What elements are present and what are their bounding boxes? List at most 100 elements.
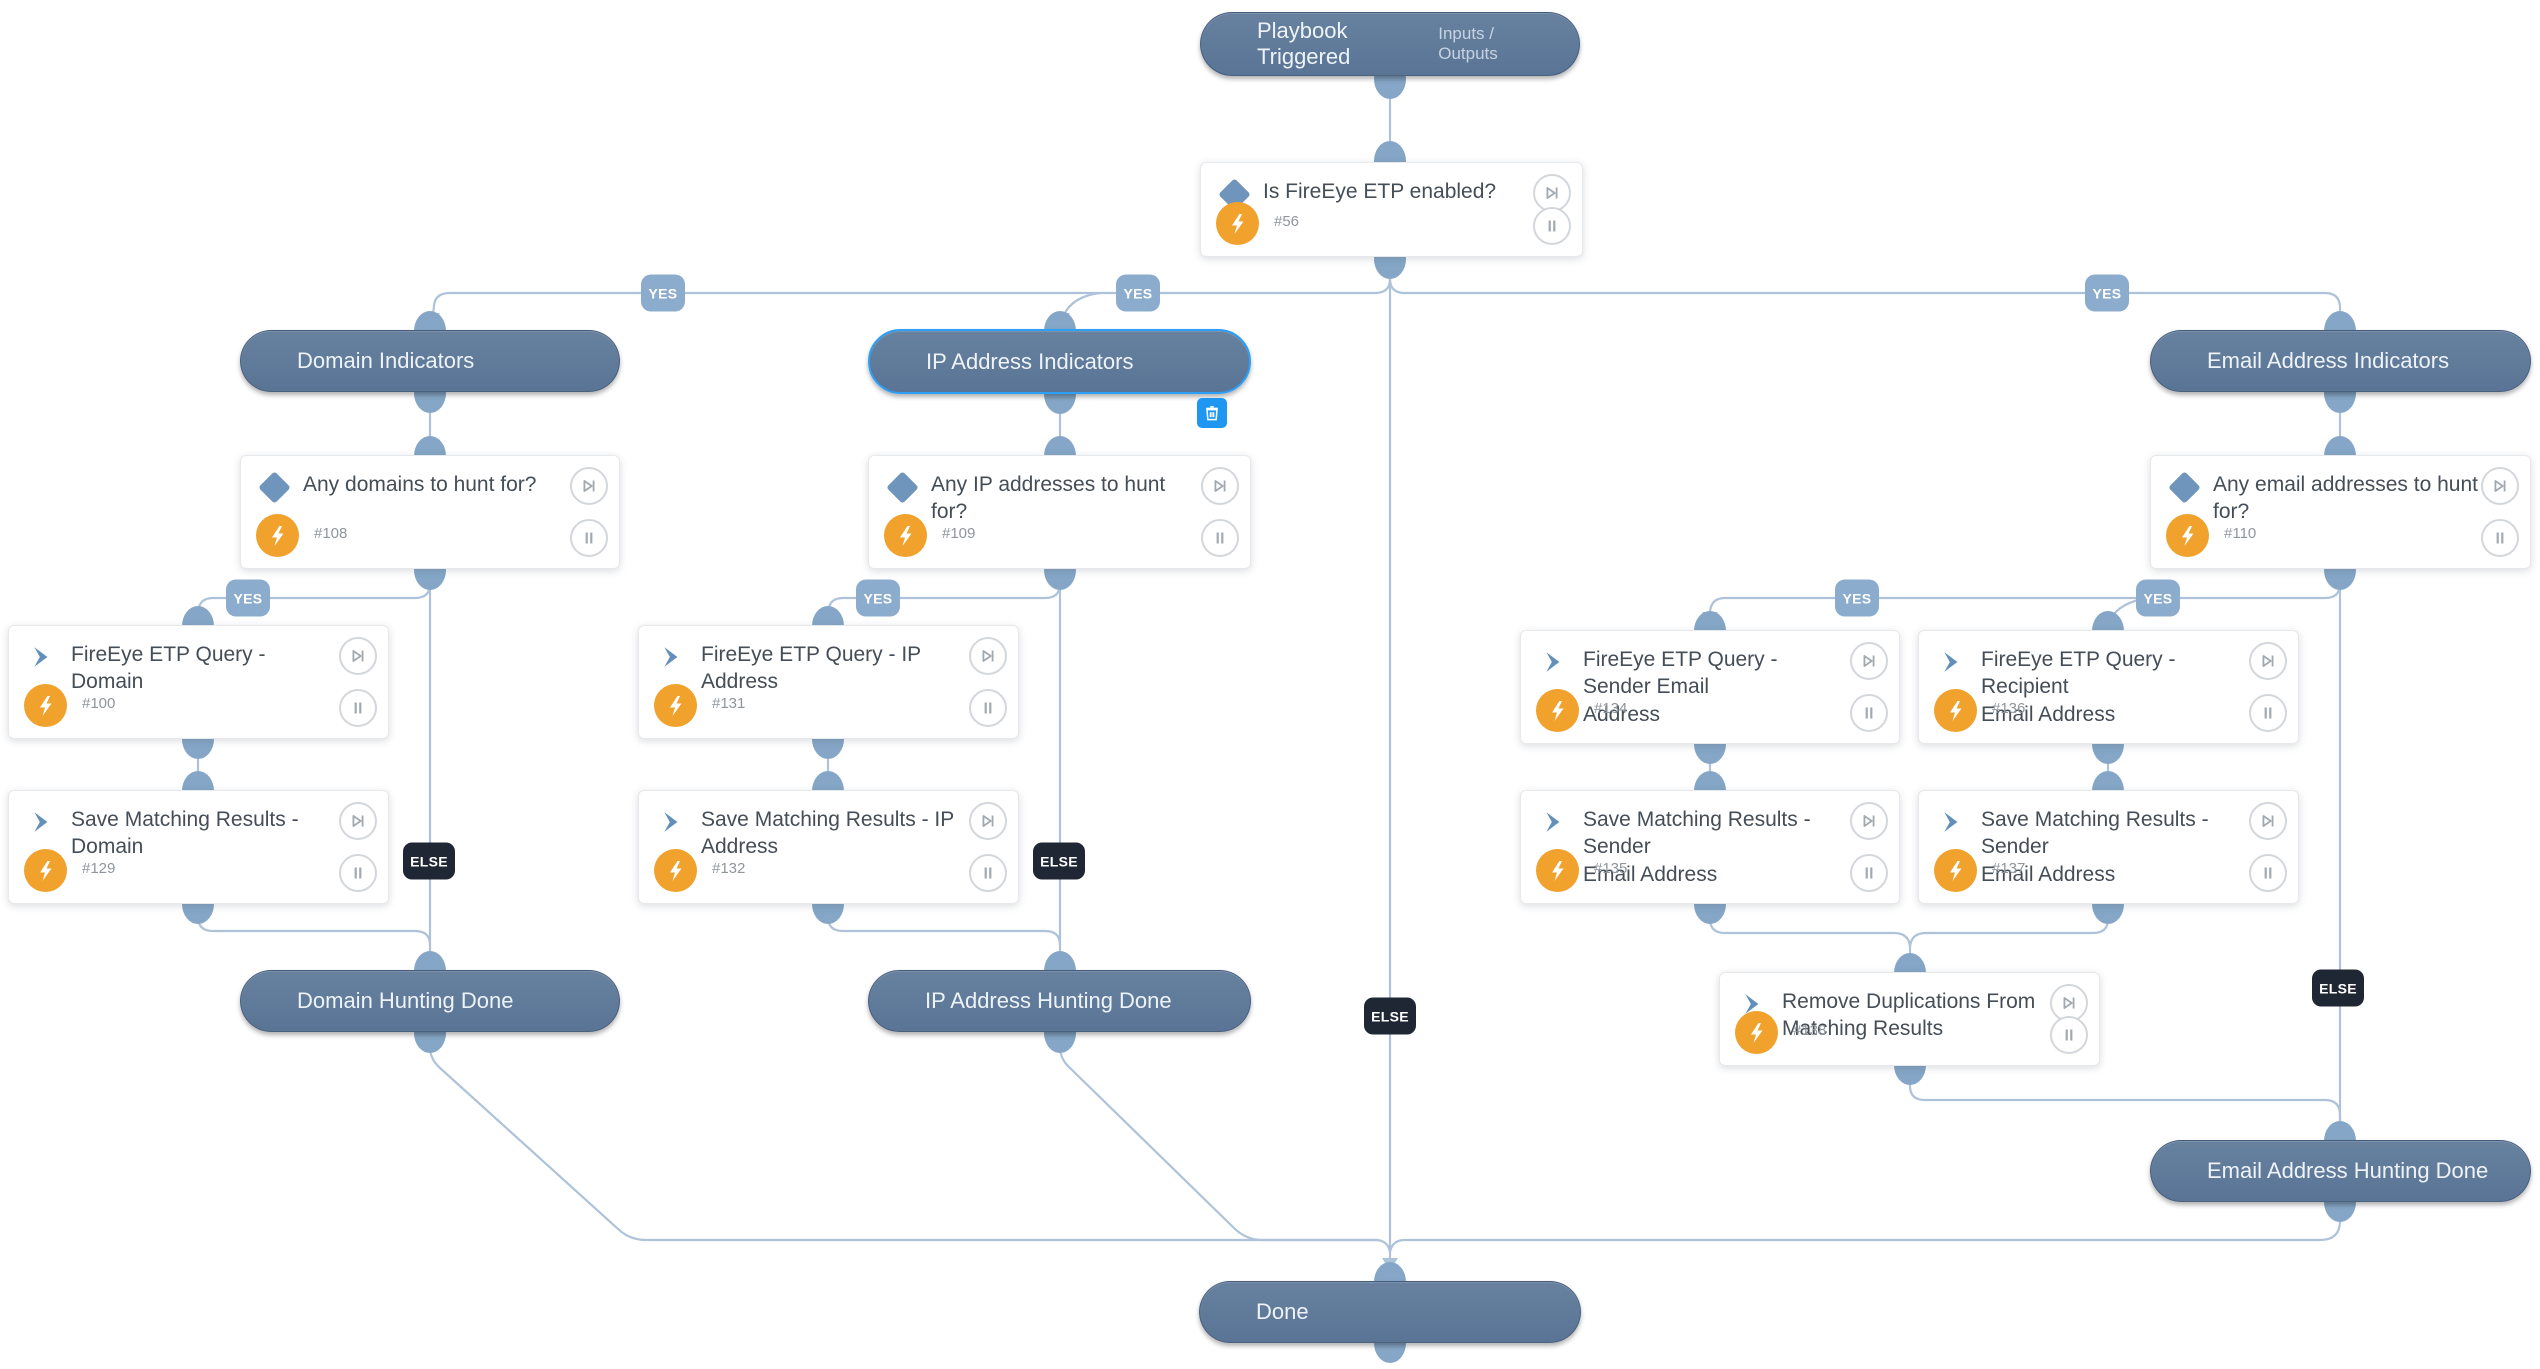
- action-number: #132: [712, 860, 746, 877]
- skip-forward-icon[interactable]: [339, 637, 377, 675]
- node-ip-address-indicators[interactable]: IP Address Indicators: [868, 329, 1251, 428]
- skip-glyph: [977, 810, 999, 832]
- node-save-matching-results-sender-email-1[interactable]: Save Matching Results - Sender Email Add…: [1520, 790, 1900, 904]
- skip-forward-icon[interactable]: [969, 637, 1007, 675]
- decision-diamond-icon: [2168, 471, 2201, 504]
- pause-icon[interactable]: [339, 854, 377, 892]
- node-is-fireeye-etp-enabled[interactable]: Is FireEye ETP enabled?#56: [1200, 162, 1583, 257]
- pause-icon[interactable]: [2481, 519, 2519, 557]
- action-number: #131: [712, 695, 746, 712]
- node-fireeye-etp-query-ip[interactable]: FireEye ETP Query - IP Address#131: [638, 625, 1019, 739]
- bolt-icon: [654, 849, 697, 892]
- node-fireeye-etp-query-recipient-email[interactable]: FireEye ETP Query - Recipient Email Addr…: [1918, 630, 2299, 744]
- skip-forward-icon[interactable]: [2249, 802, 2287, 840]
- pause-icon[interactable]: [1850, 854, 1888, 892]
- node-save-matching-results-ip[interactable]: Save Matching Results - IP Address#132: [638, 790, 1019, 904]
- action-chevron-icon: [29, 644, 55, 670]
- bolt-glyph: [266, 524, 290, 548]
- bolt-icon: [2166, 514, 2209, 557]
- action-chevron-icon: [659, 809, 685, 835]
- node-domain-indicators[interactable]: Domain Indicators: [240, 330, 620, 392]
- pause-glyph: [2489, 527, 2511, 549]
- pause-icon[interactable]: [1201, 519, 1239, 557]
- bolt-icon: [1735, 1011, 1778, 1054]
- bolt-glyph: [664, 694, 688, 718]
- node-playbook-triggered[interactable]: Playbook Triggered Inputs / Outputs: [1200, 12, 1580, 76]
- node-save-matching-results-sender-email-2[interactable]: Save Matching Results - Sender Email Add…: [1918, 790, 2299, 904]
- skip-glyph: [2489, 475, 2511, 497]
- node-any-domains-to-hunt[interactable]: Any domains to hunt for?#108: [240, 455, 620, 569]
- pause-icon[interactable]: [2249, 694, 2287, 732]
- pause-icon[interactable]: [339, 689, 377, 727]
- pill-label: Playbook Triggered: [1257, 18, 1351, 69]
- node-email-address-hunting-done[interactable]: Email Address Hunting Done: [2150, 1140, 2531, 1202]
- action-number: #135: [1594, 860, 1628, 877]
- card-title: FireEye ETP Query - Recipient Email Addr…: [1981, 648, 2176, 726]
- pause-icon[interactable]: [2050, 1016, 2088, 1054]
- pause-icon[interactable]: [969, 854, 1007, 892]
- skip-forward-icon[interactable]: [2249, 642, 2287, 680]
- bolt-icon: [1536, 849, 1579, 892]
- edge-path: [428, 1035, 1392, 1253]
- skip-forward-icon[interactable]: [969, 802, 1007, 840]
- yes-badge: YES: [2136, 579, 2180, 617]
- skip-glyph: [347, 645, 369, 667]
- action-chevron-icon: [1740, 991, 1766, 1017]
- node-ip-address-hunting-done[interactable]: IP Address Hunting Done: [868, 970, 1251, 1032]
- bolt-glyph: [1546, 859, 1570, 883]
- skip-glyph: [347, 810, 369, 832]
- skip-forward-icon[interactable]: [2481, 467, 2519, 505]
- pause-glyph: [1858, 862, 1880, 884]
- card-title: FireEye ETP Query - Sender Email Address: [1583, 648, 1778, 726]
- node-save-matching-results-domain[interactable]: Save Matching Results - Domain#129: [8, 790, 389, 904]
- bolt-icon: [1216, 202, 1259, 245]
- skip-glyph: [1541, 182, 1563, 204]
- else-badge: ELSE: [403, 842, 455, 880]
- bolt-icon: [884, 514, 927, 557]
- skip-forward-icon[interactable]: [2050, 984, 2088, 1022]
- node-email-address-indicators[interactable]: Email Address Indicators: [2150, 330, 2531, 392]
- pause-icon[interactable]: [2249, 854, 2287, 892]
- bolt-glyph: [664, 859, 688, 883]
- pill-label: Email Address Hunting Done: [2207, 1158, 2489, 1183]
- bolt-icon: [1934, 849, 1977, 892]
- skip-glyph: [2257, 810, 2279, 832]
- action-number: #136: [1992, 700, 2026, 717]
- node-domain-hunting-done[interactable]: Domain Hunting Done: [240, 970, 620, 1032]
- action-number: #129: [82, 860, 116, 877]
- yes-badge: YES: [641, 274, 685, 312]
- edge-path: [1708, 573, 2342, 616]
- edge-path: [1908, 907, 2110, 948]
- pill-sublabel: Inputs / Outputs: [1438, 24, 1498, 63]
- pill-label: Email Address Indicators: [2207, 348, 2450, 373]
- pause-icon[interactable]: [570, 519, 608, 557]
- skip-forward-icon[interactable]: [570, 467, 608, 505]
- node-any-email-addresses-to-hunt[interactable]: Any email addresses to hunt for?#110: [2150, 455, 2531, 569]
- pill-label: Domain Indicators: [297, 348, 475, 373]
- action-number: #110: [2224, 525, 2257, 542]
- bolt-icon: [24, 684, 67, 727]
- action-number: #138: [1793, 1022, 1827, 1039]
- node-fireeye-etp-query-domain[interactable]: FireEye ETP Query - Domain#100: [8, 625, 389, 739]
- pause-icon[interactable]: [969, 689, 1007, 727]
- pause-glyph: [977, 697, 999, 719]
- node-remove-duplications[interactable]: Remove Duplications From Matching Result…: [1719, 972, 2100, 1066]
- edge-path: [1908, 1068, 2342, 1124]
- delete-button[interactable]: [1197, 398, 1227, 428]
- skip-forward-icon[interactable]: [1201, 467, 1239, 505]
- skip-forward-icon[interactable]: [339, 802, 377, 840]
- skip-forward-icon[interactable]: [1850, 802, 1888, 840]
- edge-path: [196, 907, 432, 946]
- node-done[interactable]: Done: [1199, 1281, 1581, 1343]
- decision-diamond-icon: [886, 471, 919, 504]
- skip-forward-icon[interactable]: [1850, 642, 1888, 680]
- node-fireeye-etp-query-sender-email[interactable]: FireEye ETP Query - Sender Email Address…: [1520, 630, 1900, 744]
- pause-icon[interactable]: [1850, 694, 1888, 732]
- bolt-icon: [24, 849, 67, 892]
- pause-icon[interactable]: [1533, 207, 1571, 245]
- node-any-ip-addresses-to-hunt[interactable]: Any IP addresses to hunt for?#109: [868, 455, 1251, 569]
- action-chevron-icon: [1541, 649, 1567, 675]
- pause-glyph: [1209, 527, 1231, 549]
- bolt-glyph: [1546, 699, 1570, 723]
